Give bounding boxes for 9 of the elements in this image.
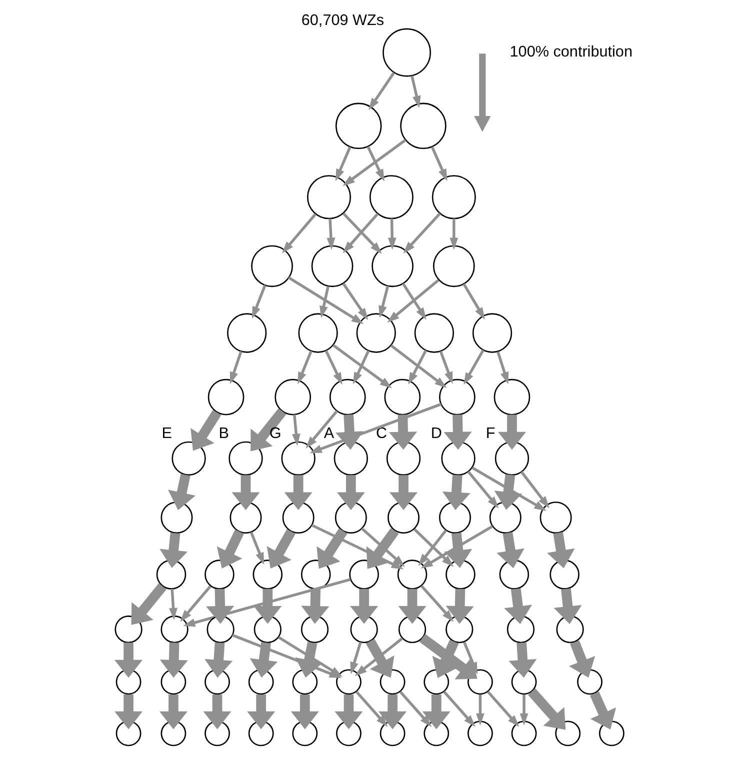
- node-label: G: [269, 424, 282, 442]
- node-label: F: [486, 424, 496, 442]
- node-label: A: [324, 424, 334, 442]
- node-label: E: [162, 424, 172, 442]
- node-label: B: [218, 424, 229, 442]
- node-label: D: [430, 424, 442, 442]
- node-label: C: [376, 424, 388, 442]
- legend-label: 100% contribution: [510, 44, 633, 61]
- node-label: 60,709 WZs: [301, 12, 384, 29]
